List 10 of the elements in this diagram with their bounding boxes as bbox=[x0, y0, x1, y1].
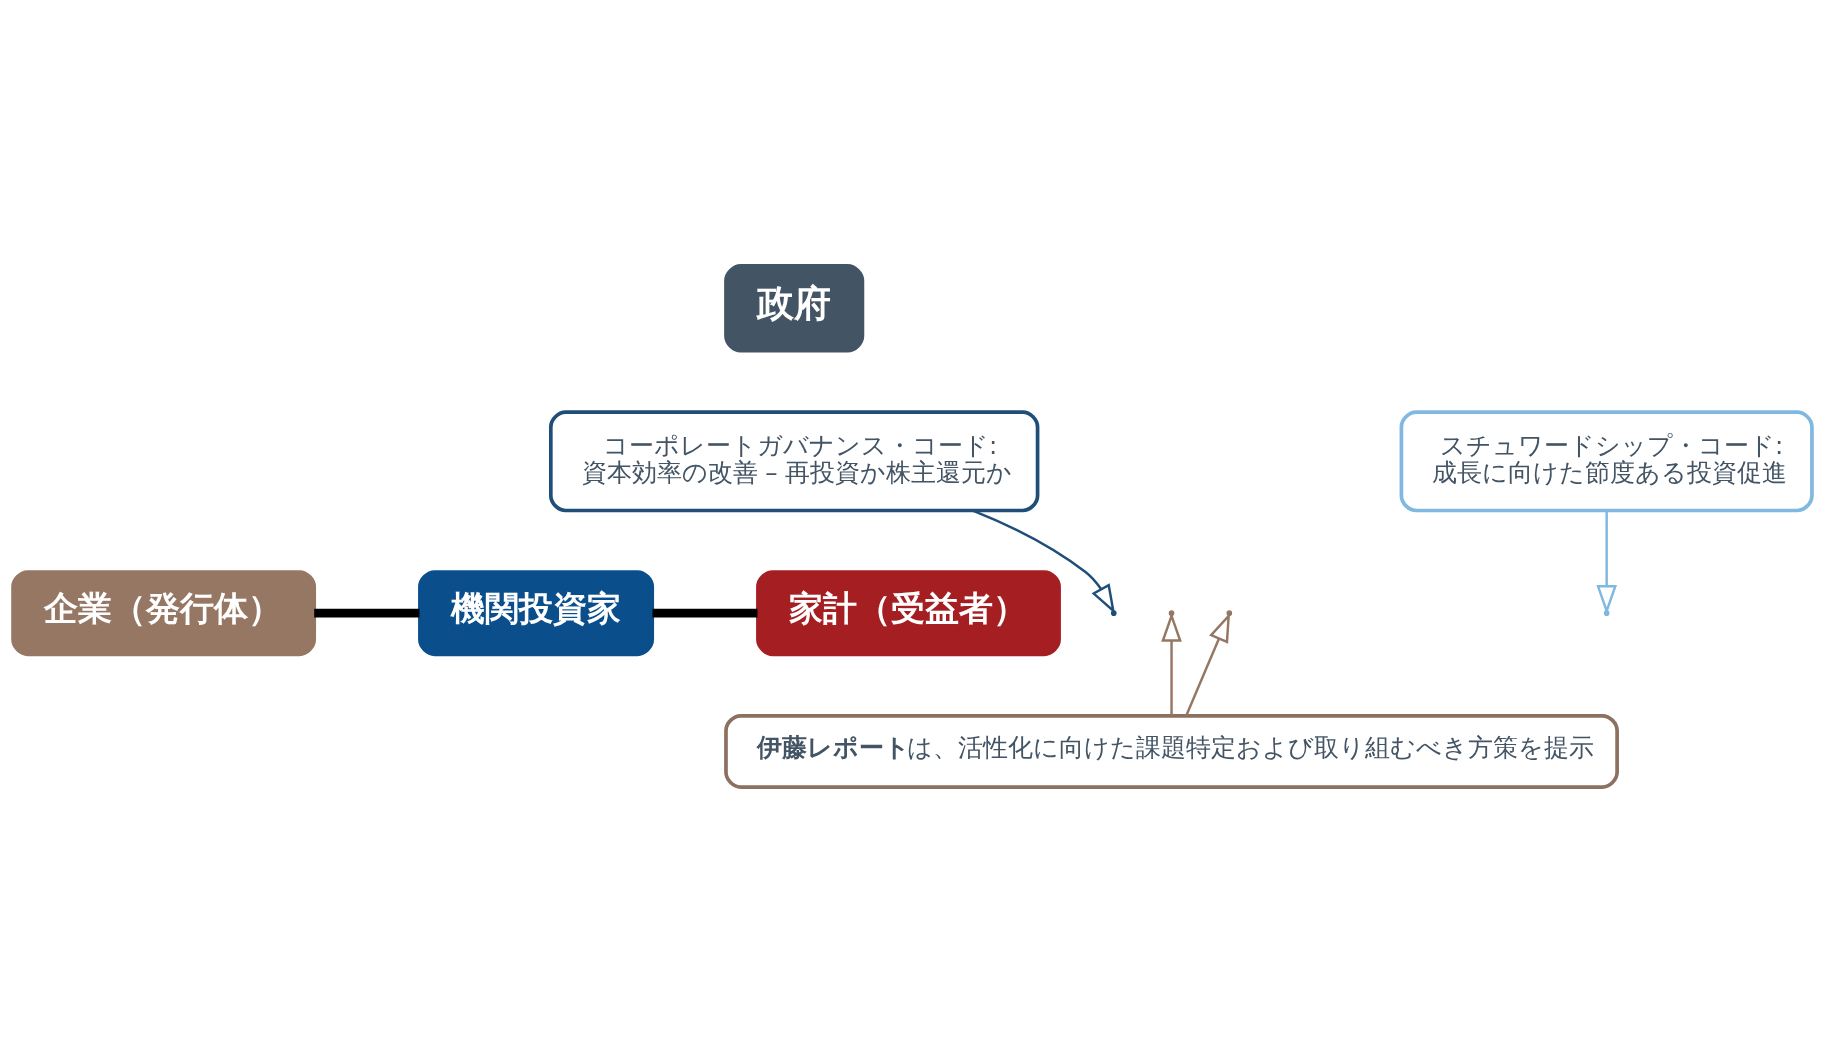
node-box: コーポレートガバナンス・コード: 資本効率の改善 – 再投資か株主還元か bbox=[548, 409, 1040, 512]
arrow bbox=[1185, 612, 1231, 716]
connector bbox=[652, 608, 758, 617]
node-box: 機関投資家 bbox=[418, 569, 655, 656]
node-box: スチュワードシップ・コード: 成長に向けた節度ある投資促進 bbox=[1399, 409, 1814, 512]
node-box: 伊藤レポートは、活性化に向けた課題特定および取り組むべき方策を提示 bbox=[724, 713, 1619, 789]
node-box: 家計（受益者） bbox=[756, 569, 1061, 656]
node-box: 政府 bbox=[724, 263, 865, 353]
connector bbox=[314, 608, 420, 617]
node-box: 企業（発行体） bbox=[11, 569, 317, 656]
